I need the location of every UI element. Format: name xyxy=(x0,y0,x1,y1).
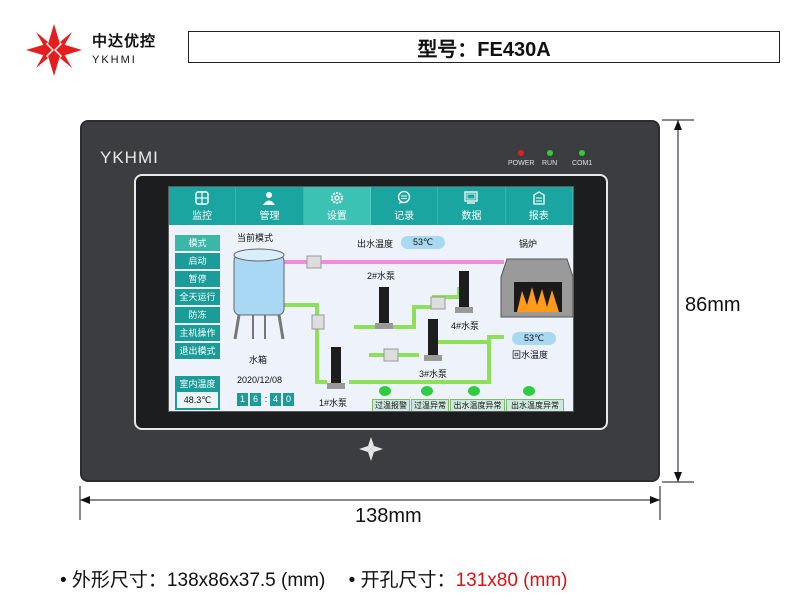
alarm-lamp-icon xyxy=(379,386,391,396)
alarm-return-temp: 出水温度异常 xyxy=(506,399,564,411)
brand-name-en: YKHMI xyxy=(92,54,137,66)
pump2-label: 2#水泵 xyxy=(367,271,396,281)
outlet-temp-value: 53℃ xyxy=(401,236,446,249)
water-tank-icon xyxy=(233,248,285,340)
boiler-icon xyxy=(500,258,573,318)
user-icon xyxy=(263,191,276,205)
alarm-overtemp: 过温报警 xyxy=(372,399,410,411)
tab-data[interactable]: 数据 xyxy=(438,187,506,225)
boiler-label: 锅炉 xyxy=(519,239,538,249)
led-com1: COM1 xyxy=(572,150,592,167)
device-logo-icon xyxy=(359,437,383,461)
device-brand: YKHMI xyxy=(100,148,159,167)
pause-button[interactable]: 暂停 xyxy=(175,271,220,287)
power-led-icon xyxy=(518,150,525,156)
height-dimension: 86mm xyxy=(685,294,741,316)
room-temp-panel: 室内温度 48.3℃ xyxy=(175,376,220,410)
pump-icon xyxy=(375,287,393,329)
led-run: RUN xyxy=(542,150,557,167)
pump3-label: 3#水泵 xyxy=(419,369,448,379)
outer-size-text: • 外形尺寸：138x86x37.5 (mm) xyxy=(60,570,326,591)
alarm-lamp-icon xyxy=(523,386,535,396)
tab-label: 管理 xyxy=(259,210,280,222)
host-operation-button[interactable]: 主机操作 xyxy=(175,325,220,341)
tab-label: 报表 xyxy=(528,210,549,222)
gear-icon xyxy=(330,191,343,204)
tab-settings[interactable]: 设置 xyxy=(303,187,371,225)
tab-label: 记录 xyxy=(394,210,415,222)
brand-name-cn: 中达优控 xyxy=(92,33,157,50)
monitor-icon xyxy=(195,190,209,205)
return-temp-value: 53℃ xyxy=(512,332,557,345)
led-label: POWER xyxy=(508,160,535,167)
clock-colon: : xyxy=(264,394,268,404)
tab-manage[interactable]: 管理 xyxy=(236,187,304,225)
alarm-outlet-temp: 出水温度异常 xyxy=(450,399,505,411)
led-power: POWER xyxy=(508,150,534,167)
tab-reports[interactable]: 报表 xyxy=(506,187,573,225)
tab-label: 监控 xyxy=(192,210,213,222)
display-icon xyxy=(464,190,479,204)
diamond-logo-icon xyxy=(26,24,82,76)
report-icon xyxy=(533,190,545,205)
hmi-screen: 监控 管理 设置 记录 数据 报表 xyxy=(168,186,574,412)
alarm-overtemp-abnormal: 过温异常 xyxy=(411,399,449,411)
antifreeze-button[interactable]: 防冻 xyxy=(175,307,220,323)
com1-led-icon xyxy=(579,150,586,156)
tab-records[interactable]: 记录 xyxy=(371,187,439,225)
clock-digit: 1 xyxy=(237,393,248,406)
mode-button[interactable]: 模式 xyxy=(175,235,220,251)
clock-digit: 4 xyxy=(270,393,281,406)
start-button[interactable]: 启动 xyxy=(175,253,220,269)
tab-label: 设置 xyxy=(326,210,347,222)
all-day-button[interactable]: 全天运行 xyxy=(175,289,220,305)
model-title: 型号：FE430A xyxy=(188,31,780,63)
return-temp-label: 回水温度 xyxy=(512,350,549,360)
brand-logo: 中达优控 YKHMI xyxy=(22,22,172,78)
pump-icon xyxy=(327,347,345,389)
current-mode-label: 当前模式 xyxy=(237,233,274,243)
pump4-label: 4#水泵 xyxy=(451,321,480,331)
exit-mode-button[interactable]: 退出模式 xyxy=(175,343,220,359)
clock-digit: 6 xyxy=(250,393,261,406)
room-temp-value: 48.3℃ xyxy=(177,392,218,408)
tab-monitor[interactable]: 监控 xyxy=(169,187,237,225)
footer-specs: • 外形尺寸：138x86x37.5 (mm) • 开孔尺寸：131x80 (m… xyxy=(60,565,567,592)
led-label: RUN xyxy=(542,160,558,167)
run-led-icon xyxy=(546,150,553,156)
tab-label: 数据 xyxy=(461,210,482,222)
width-dimension: 138mm xyxy=(355,505,422,527)
process-diagram xyxy=(233,248,573,396)
pump-icon xyxy=(455,271,473,313)
clock-digit: 0 xyxy=(283,393,294,406)
cutout-label: • 开孔尺寸： xyxy=(348,570,456,591)
outlet-temp-label: 出水温度 xyxy=(357,239,394,249)
water-tank-label: 水箱 xyxy=(249,355,268,365)
date-text: 2020/12/08 xyxy=(237,375,283,385)
pump-icon xyxy=(424,319,442,361)
led-label: COM1 xyxy=(572,160,593,167)
alarm-lamp-icon xyxy=(468,386,480,396)
pump1-label: 1#水泵 xyxy=(319,398,348,408)
alarm-lamp-icon xyxy=(421,386,433,396)
room-temp-label: 室内温度 xyxy=(179,379,216,389)
chat-icon xyxy=(397,190,411,204)
cutout-value: 131x80 (mm) xyxy=(455,570,568,591)
nav-bar: 监控 管理 设置 记录 数据 报表 xyxy=(169,187,573,225)
